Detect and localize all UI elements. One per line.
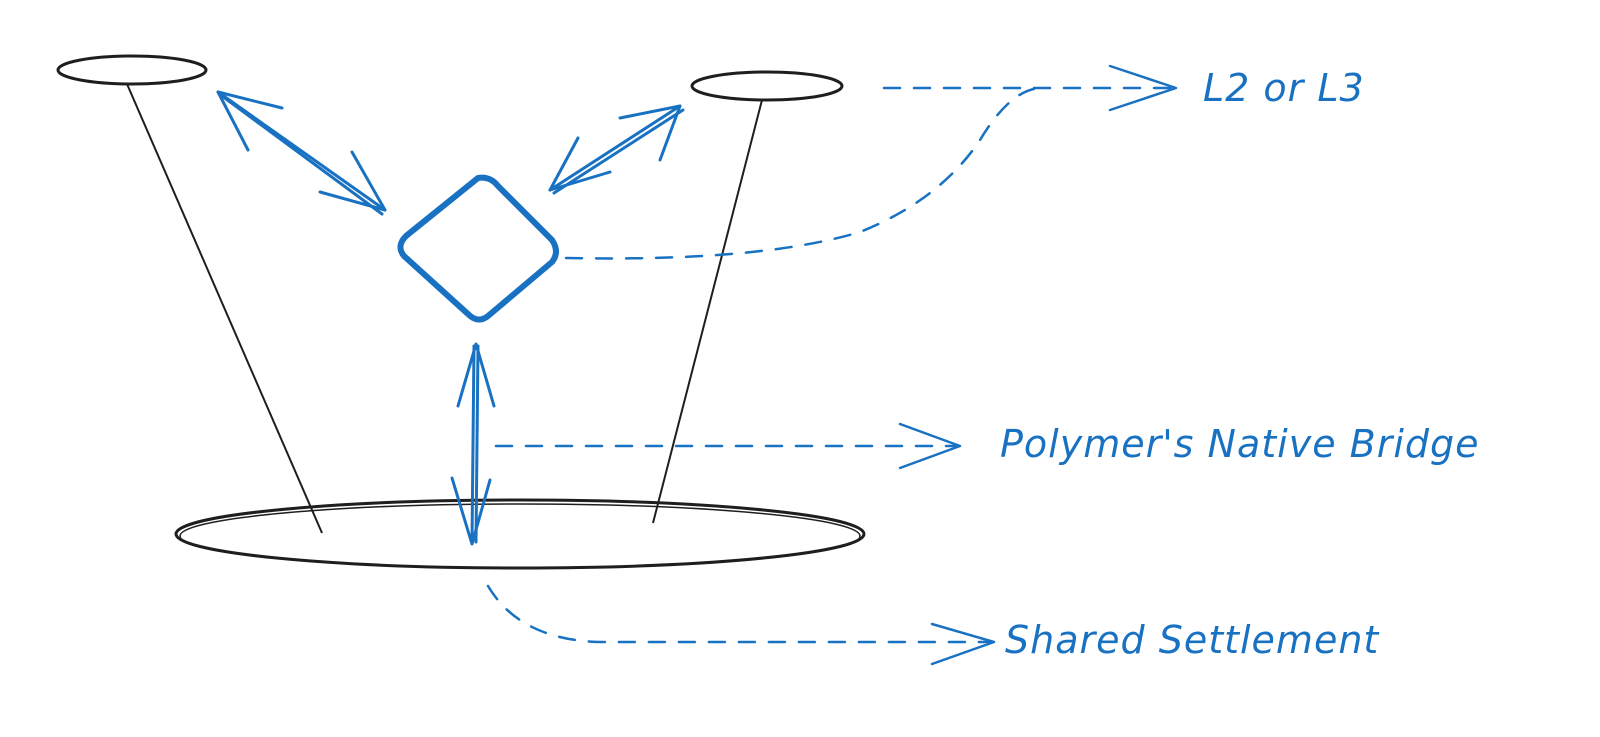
vertical-double-arrow [450, 342, 496, 546]
hub-dashed-curve [564, 86, 1042, 260]
label-shared-settlement: Shared Settlement [1005, 618, 1380, 662]
chain-left-ellipse [56, 54, 208, 86]
settlement-ellipse [174, 498, 866, 570]
left-chain-line [126, 83, 323, 534]
left-double-arrow [216, 90, 387, 216]
settlement-dashed-arrow [486, 584, 992, 644]
hub-diamond [397, 174, 559, 323]
label-native-bridge: Polymer's Native Bridge [1000, 422, 1480, 466]
right-double-arrow [548, 104, 685, 195]
label-l2-or-l3: L2 or L3 [1203, 66, 1365, 110]
right-chain-line [652, 99, 763, 524]
chain-right-ellipse [690, 70, 844, 102]
